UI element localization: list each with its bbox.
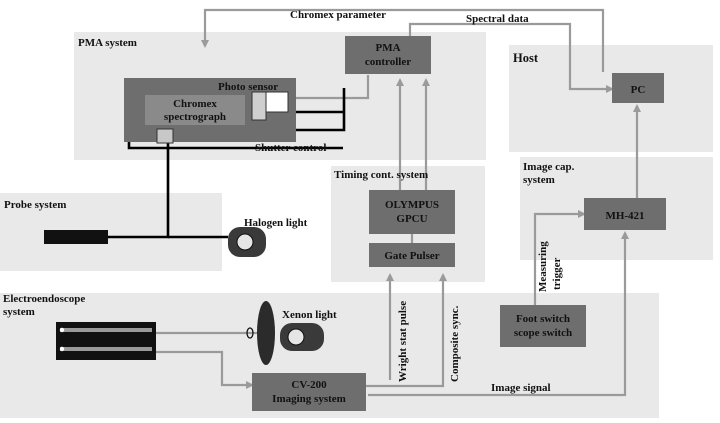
connection-lines	[155, 8, 641, 397]
host-panel	[509, 45, 713, 152]
pma-controller-label-1: PMA	[375, 42, 400, 54]
photo-sensor-icon	[251, 91, 267, 121]
cv200-box	[252, 373, 366, 411]
gpcu-label-1: OLYMPUS	[385, 199, 439, 211]
image-cap-title-1: Image cap.	[523, 161, 575, 173]
xenon-lens-icon	[257, 301, 275, 365]
probe-system-title: Probe system	[4, 199, 66, 211]
measuring-trigger-line	[533, 210, 586, 305]
electroendoscope-title-2: system	[3, 306, 35, 318]
foot-switch-box	[500, 305, 586, 347]
wright-stat-pulse-label: Wright stat pulse	[397, 301, 409, 382]
foot-switch-label-2: scope switch	[514, 327, 572, 339]
cv200-label-2: Imaging system	[272, 393, 346, 405]
controller-to-spectrograph-line	[268, 75, 370, 102]
xenon-lamp	[287, 328, 305, 346]
chromex-parameter-label: Chromex parameter	[290, 9, 386, 21]
image-signal-line	[368, 231, 629, 397]
xenon-lens-small	[246, 327, 254, 339]
foot-switch-label-1: Foot switch	[516, 313, 570, 325]
pc-label: PC	[631, 84, 646, 96]
chromex-parameter-line	[201, 8, 605, 48]
halogen-lamp	[236, 233, 254, 251]
pma-controller-label-2: controller	[365, 56, 411, 68]
scope-to-cv200-line	[155, 350, 254, 389]
photo-sensor-label: Photo sensor	[218, 81, 278, 93]
timing-title: Timing cont. system	[334, 169, 428, 181]
image-signal-label: Image signal	[491, 382, 551, 394]
mh421-box	[584, 198, 666, 230]
photo-sensor-head	[265, 91, 289, 113]
host-title: Host	[513, 51, 539, 65]
composite-sync-label: Composite sync.	[449, 305, 461, 382]
mh421-label: MH-421	[605, 210, 644, 222]
spectral-data-label: Spectral data	[466, 13, 529, 25]
endoscope-icon	[56, 322, 156, 360]
probe-icon	[44, 230, 108, 244]
trigger-label: trigger	[551, 258, 563, 290]
gate-pulser-box	[369, 243, 455, 267]
electroendoscope-title-1: Electroendoscope	[3, 293, 85, 305]
gpcu-label-2: GPCU	[396, 213, 427, 225]
endoscope-dot-1	[59, 327, 65, 333]
gpcu-box	[369, 190, 455, 234]
endoscope-channel-1	[60, 328, 152, 332]
pma-system-title: PMA system	[78, 37, 137, 49]
spectrograph-label-2: spectrograph	[164, 111, 226, 123]
pma-controller-box	[345, 36, 431, 74]
probe-system-panel	[0, 193, 222, 271]
endoscope-dot-2	[59, 346, 65, 352]
halogen-label: Halogen light	[244, 217, 308, 229]
fiber-port	[156, 128, 174, 144]
pc-box	[612, 73, 664, 103]
gate-pulser-label: Gate Pulser	[384, 250, 439, 262]
xenon-label: Xenon light	[282, 309, 337, 321]
endoscope-channel-2	[60, 347, 152, 351]
composite-sync-line	[366, 273, 447, 388]
image-cap-title-2: system	[523, 174, 555, 186]
spectrograph-label-1: Chromex	[173, 98, 217, 110]
cv200-label-1: CV-200	[291, 379, 327, 391]
spectral-data-line	[408, 22, 614, 93]
measuring-label: Measuring	[537, 241, 549, 292]
optical-lines	[108, 83, 346, 239]
shutter-control-label: Shutter control	[255, 142, 326, 154]
spectrograph-box	[145, 95, 245, 125]
